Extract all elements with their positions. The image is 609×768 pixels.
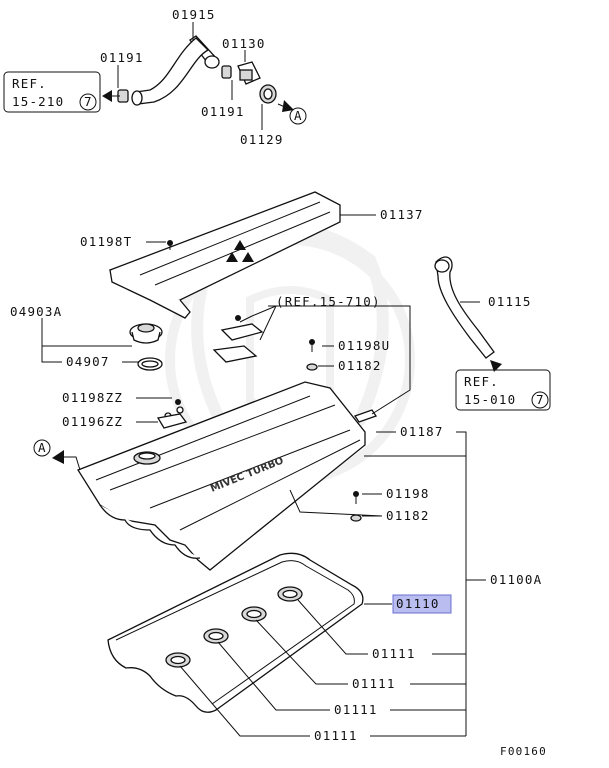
label-01182-a: 01182 [338, 358, 382, 373]
washer-01182-b [350, 514, 362, 522]
label-01915: 01915 [172, 7, 216, 22]
seal-01111-3 [241, 606, 267, 622]
label-01111-d: 01111 [314, 728, 358, 743]
connector-a-left-group: A [33, 439, 81, 471]
oil-cap-04903A [129, 323, 163, 344]
seal-01111-2 [203, 628, 229, 644]
ref-box-15-210: REF. 15-210 7 [3, 71, 101, 113]
grommet-01129 [259, 84, 277, 104]
ref-15-210-circle: 7 [84, 94, 93, 109]
bolt-01198T [167, 240, 173, 250]
ref-box-15-010: REF. 15-010 7 [455, 369, 551, 411]
seal-01111-4 [277, 586, 303, 602]
gasket-01110 [107, 552, 364, 713]
label-01182-b: 01182 [386, 508, 430, 523]
label-ref-15-710: (REF.15-710) [276, 294, 381, 309]
figure-id: F00160 [500, 745, 547, 758]
ref-15-210-line1: REF. [12, 76, 47, 91]
ignition-cover-01137 [108, 191, 341, 319]
label-04903A: 04903A [10, 304, 62, 319]
ref-15-210-line2: 15-210 [12, 94, 64, 109]
brackets-ref-15-710 [212, 315, 264, 363]
label-01187: 01187 [400, 424, 444, 439]
label-01198: 01198 [386, 486, 430, 501]
label-01137: 01137 [380, 207, 424, 222]
gasket-04907 [137, 357, 163, 371]
bolt-01198 [353, 491, 359, 504]
seal-01111-1 [165, 652, 191, 668]
label-01191-a: 01191 [100, 50, 144, 65]
label-01111-b: 01111 [352, 676, 396, 691]
pipe-01187 [353, 409, 378, 423]
valve-01130 [237, 61, 261, 85]
label-01191-b: 01191 [201, 104, 245, 119]
highlight-01110[interactable] [392, 594, 452, 614]
label-01198ZZ: 01198ZZ [62, 390, 123, 405]
label-01198U: 01198U [338, 338, 390, 353]
label-04907: 04907 [66, 354, 110, 369]
valve-cover-body: MIVEC TURBO [77, 381, 366, 571]
clamp-01191-right [221, 65, 232, 79]
label-01129: 01129 [240, 132, 284, 147]
bolt-01198U [309, 339, 315, 352]
label-01130: 01130 [222, 36, 266, 51]
label-01111-c: 01111 [334, 702, 378, 717]
hose-01915 [131, 35, 220, 106]
ref-15-010-line1: REF. [464, 374, 499, 389]
washer-01182-a [306, 363, 318, 371]
label-01100A: 01100A [490, 572, 542, 587]
label-01196ZZ: 01196ZZ [62, 414, 123, 429]
ref-15-010-circle: 7 [536, 392, 545, 407]
ref-15-010-line2: 15-010 [464, 392, 516, 407]
connector-a-left: A [38, 440, 47, 455]
label-01111-a: 01111 [372, 646, 416, 661]
connector-a-top: A [294, 108, 303, 123]
label-01115: 01115 [488, 294, 532, 309]
hose-01115 [434, 256, 502, 372]
label-01198T: 01198T [80, 234, 132, 249]
label-01110[interactable]: 01110 [396, 596, 440, 611]
bracket-01198ZZ [175, 399, 181, 407]
clip-01196ZZ [156, 413, 188, 429]
